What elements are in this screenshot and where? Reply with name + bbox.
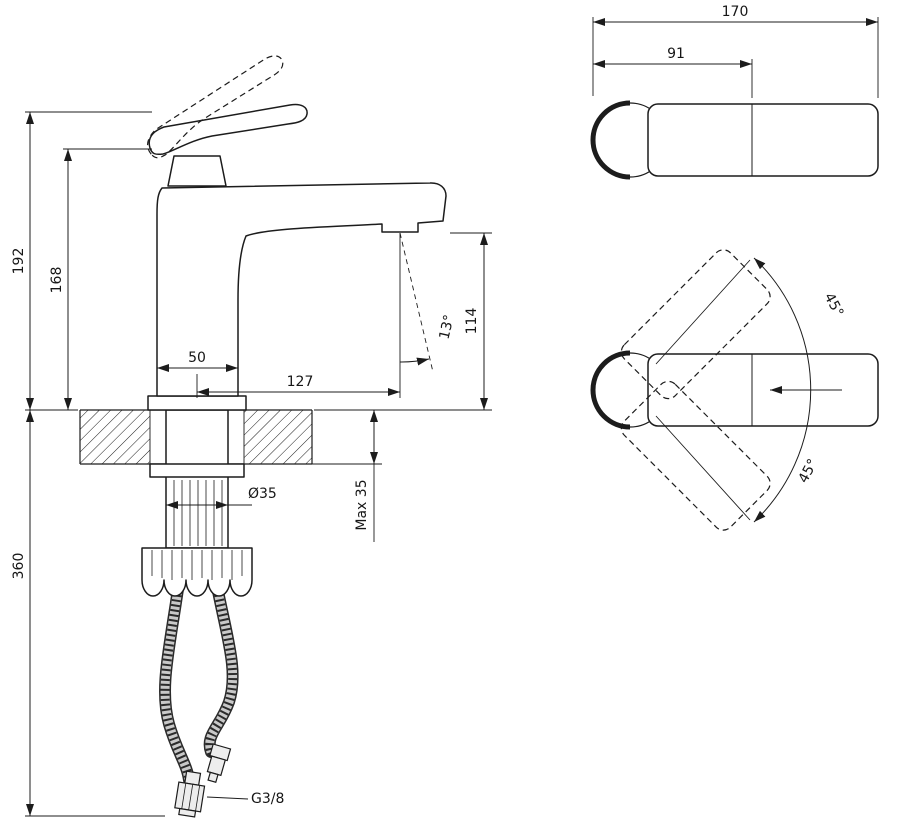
dim-handle-length: 91 [593, 46, 752, 68]
handle-raised-path [146, 55, 284, 159]
shank-body [165, 409, 229, 549]
top-view-extension-lines [592, 17, 879, 98]
dim-label-max35: Max 35 [354, 479, 370, 530]
mounting-shank [165, 409, 229, 549]
faucet-handle [148, 103, 308, 156]
thread-label: G3/8 [251, 791, 284, 807]
handle-rotated-down-rect [620, 380, 771, 531]
stream-angle-label: 13° [437, 313, 458, 341]
mounting-hole-edges [149, 410, 245, 464]
supply-hose-left-braid [160, 559, 194, 781]
supply-hoses [159, 554, 239, 786]
dim-label-360: 360 [11, 553, 27, 580]
handle-swivel-view [647, 353, 879, 427]
dim-hole-diameter: Ø35 [166, 486, 277, 509]
dim-label-50: 50 [188, 350, 206, 366]
dim-body-height: 168 [49, 149, 72, 410]
top-view: 170 91 [590, 4, 879, 180]
dim-label-168: 168 [49, 267, 65, 294]
mounting-nut [141, 547, 253, 597]
supply-hose-right-braid [205, 559, 238, 754]
front-view: 13° 192 168 50 127 114 Max 35 [11, 55, 492, 818]
extension-lines [25, 111, 492, 817]
stream-angle-annotation: 13° [399, 232, 458, 398]
handle-top-view [647, 103, 879, 177]
swivel-radial-lines [655, 259, 751, 521]
connector-nut [174, 781, 206, 813]
dim-overall-length: 170 [593, 4, 878, 26]
countertop-hatch-left [80, 410, 150, 464]
dim-label-127: 127 [287, 374, 314, 390]
countertop [79, 409, 313, 465]
countertop-hatch-right [244, 410, 312, 464]
swivel-angle-lower-label: 45° [796, 456, 822, 485]
connector-tip-2 [207, 771, 219, 783]
g38-connector [174, 770, 206, 818]
dim-spout-height: 114 [464, 233, 488, 410]
dim-label-192: 192 [11, 248, 27, 275]
handle-rotated-up-outline [620, 249, 771, 400]
hose-connector [206, 743, 232, 783]
dim-label-114: 114 [464, 308, 480, 335]
dim-label-91: 91 [667, 46, 685, 62]
connector-tip [178, 807, 197, 818]
base-flange [147, 395, 247, 411]
nut-outline [141, 547, 253, 597]
body-arc-thick [590, 100, 631, 180]
thread-leader-line [206, 796, 249, 800]
dim-deck-max: Max 35 [354, 410, 378, 542]
dim-base-width: 50 [157, 350, 238, 372]
handle-mount [167, 155, 227, 187]
body-arc-thick-2 [590, 350, 631, 430]
dim-hose-length: 360 [11, 410, 34, 816]
nut-grip-lines [151, 550, 243, 580]
swivel-view: 45° 45° [590, 249, 879, 531]
faucet-body [156, 182, 447, 397]
dim-label-170: 170 [722, 4, 749, 20]
connector-nut-facets [181, 783, 201, 812]
dim-label-d35: Ø35 [248, 486, 277, 502]
dim-overall-height: 192 [11, 112, 34, 410]
swivel-angle-upper-label: 45° [821, 290, 847, 319]
shank-thread-lines [173, 480, 223, 546]
thread-callout: G3/8 [206, 791, 284, 807]
handle-rotated-down-outline [620, 380, 771, 531]
handle-raised-outline [146, 55, 284, 159]
stream-angle-arc [399, 357, 430, 366]
dim-spout-reach: 127 [197, 374, 400, 396]
clamp-washer [149, 463, 245, 478]
stream-dashed-line [399, 232, 434, 373]
handle-rotated-up-rect [620, 249, 771, 400]
